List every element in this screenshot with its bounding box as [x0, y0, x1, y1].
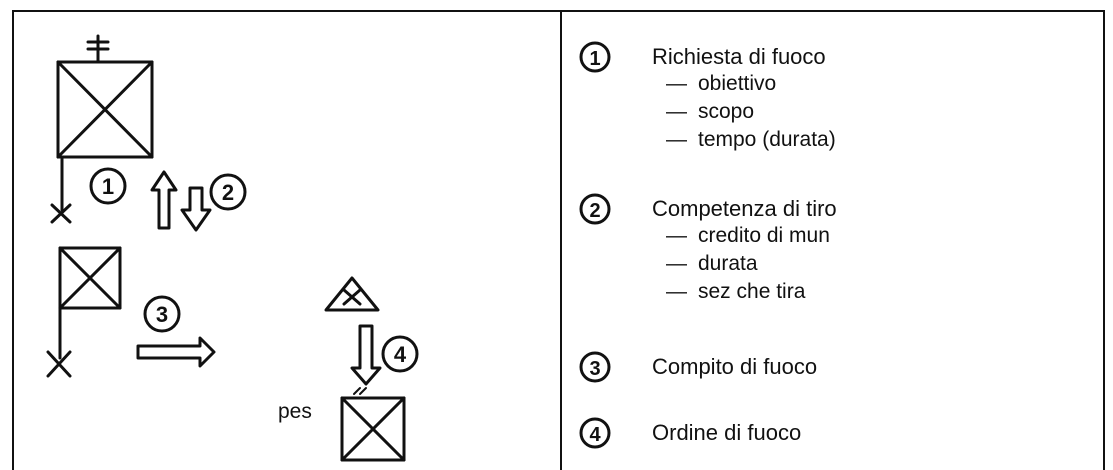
svg-text:2: 2	[589, 200, 600, 222]
legend-subitem: —obiettivo	[666, 72, 777, 95]
panel-divider	[560, 10, 562, 470]
svg-text:1: 1	[589, 48, 600, 70]
legend-subitem: —sez che tira	[666, 280, 806, 303]
triangle-symbol	[324, 276, 380, 312]
svg-text:2: 2	[222, 180, 234, 205]
marker-2-icon: 2	[579, 193, 611, 225]
legend-title-2: Competenza di tiro	[652, 196, 837, 221]
marker-1-icon: 1	[579, 41, 611, 73]
bottom-unit-symbol	[340, 387, 406, 462]
legend-subitem: —durata	[666, 252, 758, 275]
marker-2: 2	[209, 173, 247, 211]
lower-unit-symbol	[46, 246, 122, 378]
legend-subitem: —tempo (durata)	[666, 128, 836, 151]
pes-label: pes	[278, 400, 312, 423]
legend-title-3: Compito di fuoco	[652, 354, 818, 379]
up-arrow-icon	[150, 170, 178, 230]
legend-title-1: Richiesta di fuoco	[652, 44, 826, 69]
down-arrow-icon	[180, 186, 212, 232]
marker-3-icon: 3	[579, 351, 611, 383]
right-arrow-icon	[136, 336, 216, 368]
svg-text:3: 3	[589, 358, 600, 380]
upper-unit-symbol	[50, 34, 154, 224]
svg-text:3: 3	[156, 302, 168, 327]
svg-text:1: 1	[102, 174, 114, 199]
legend-subitem: —scopo	[666, 100, 755, 123]
marker-3: 3	[143, 295, 181, 333]
diagram-frame	[12, 10, 1105, 470]
marker-1: 1	[89, 167, 127, 205]
svg-text:4: 4	[589, 424, 601, 446]
legend-subitem: —credito di mun	[666, 224, 830, 247]
marker-4: 4	[381, 335, 419, 373]
svg-text:4: 4	[394, 342, 407, 367]
down-arrow-4-icon	[350, 324, 382, 386]
legend-title-4: Ordine di fuoco	[652, 420, 802, 445]
fire-request-diagram: 1 2 3 4	[46, 34, 419, 462]
marker-4-icon: 4	[579, 417, 611, 449]
